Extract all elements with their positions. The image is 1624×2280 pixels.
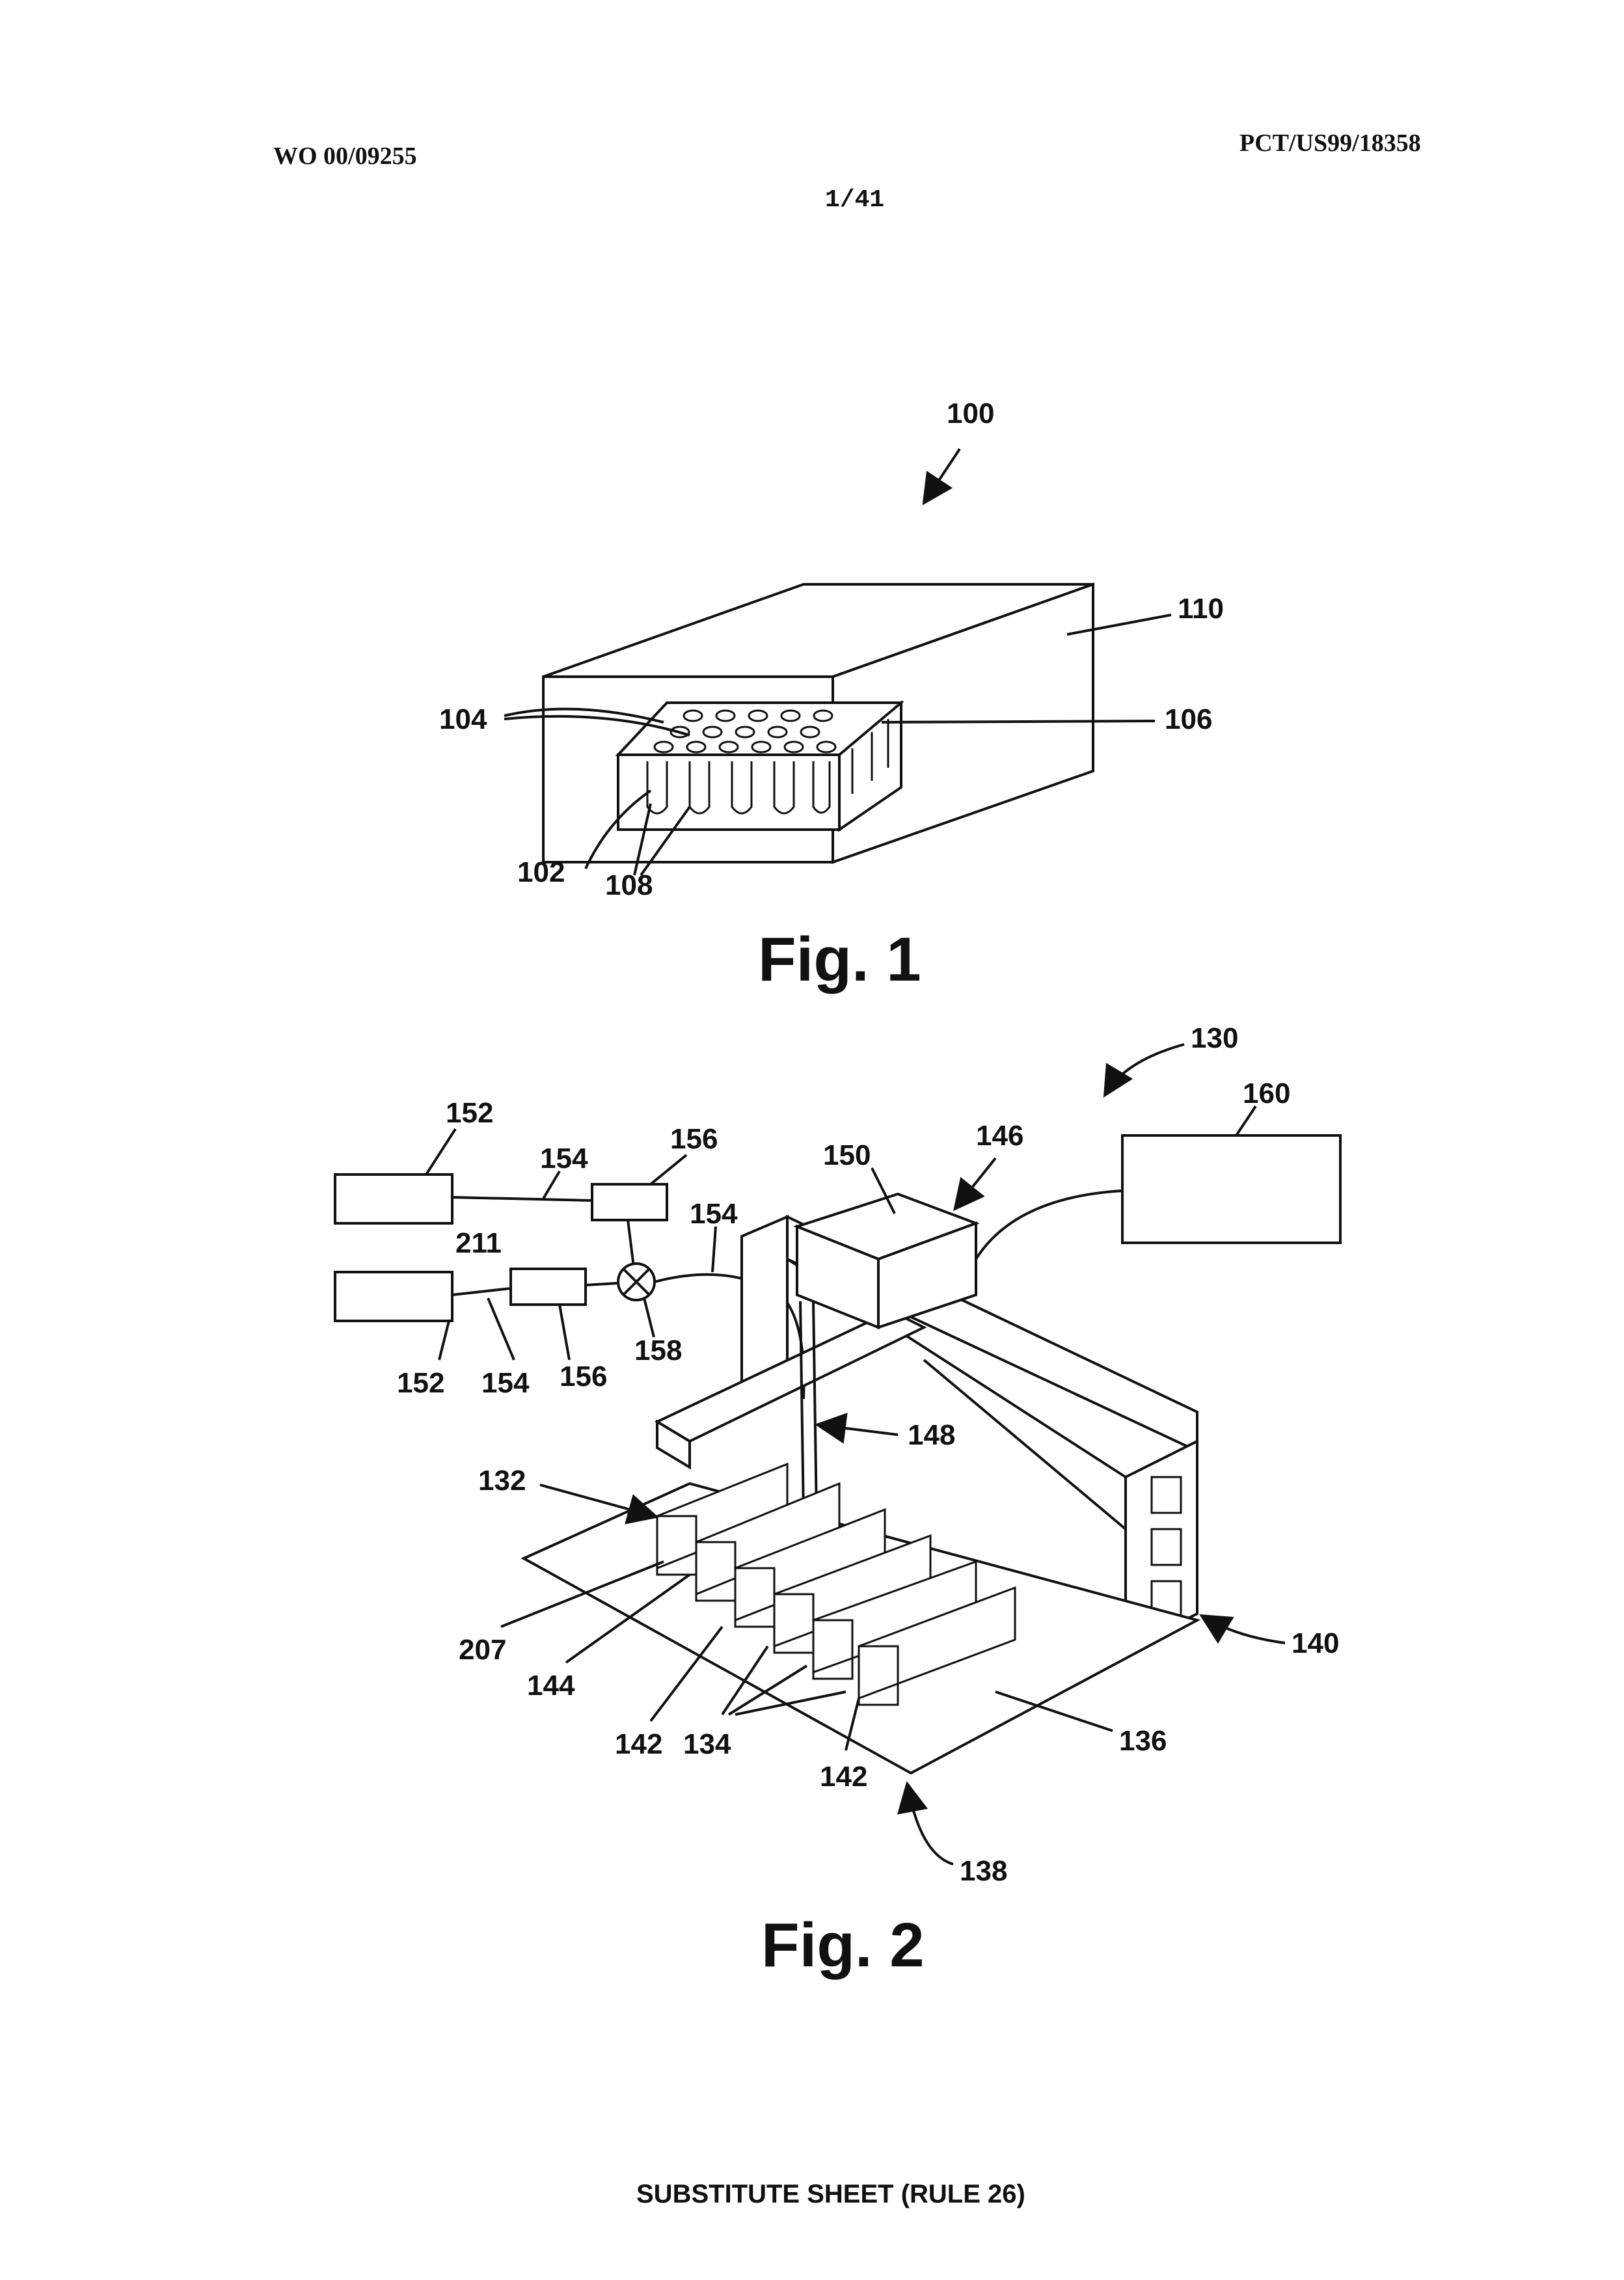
fig2-label-148: 148 <box>908 1419 955 1451</box>
fig2-label-154-top: 154 <box>540 1143 588 1174</box>
figure-1-caption: Fig. 1 <box>758 924 921 996</box>
fig1-label-104: 104 <box>439 703 487 735</box>
fig2-label-156-bottom: 156 <box>560 1361 607 1392</box>
fig2-label-146: 146 <box>976 1120 1023 1152</box>
fig2-label-150: 150 <box>823 1139 871 1171</box>
fig2-label-130: 130 <box>1191 1022 1238 1054</box>
fig2-label-132: 132 <box>478 1465 526 1497</box>
fig1-label-100: 100 <box>947 398 994 429</box>
fig2-label-134: 134 <box>683 1728 731 1760</box>
fig1-label-102: 102 <box>517 856 565 888</box>
fig2-label-160: 160 <box>1243 1078 1290 1109</box>
fig2-label-158: 158 <box>634 1335 682 1366</box>
fig2-label-142-right: 142 <box>820 1761 867 1793</box>
fig1-label-108: 108 <box>605 869 653 901</box>
fig2-label-138: 138 <box>960 1855 1007 1887</box>
fig2-label-142-left: 142 <box>615 1728 662 1760</box>
fig2-label-140: 140 <box>1292 1627 1339 1659</box>
fig1-label-110: 110 <box>1178 593 1224 625</box>
fig2-label-207: 207 <box>459 1634 506 1666</box>
fig2-label-144: 144 <box>527 1670 575 1702</box>
fig2-label-154-bottom: 154 <box>481 1367 530 1399</box>
footer-note: SUBSTITUTE SHEET (RULE 26) <box>636 2180 1025 2209</box>
fig2-label-154-mid: 154 <box>690 1198 738 1230</box>
fig2-label-152-bottom: 152 <box>397 1367 444 1399</box>
fig2-label-156-top: 156 <box>670 1123 718 1155</box>
figure-1-drawing <box>504 449 1171 875</box>
fig2-label-211: 211 <box>455 1227 502 1259</box>
fig2-label-136: 136 <box>1119 1725 1167 1757</box>
fig1-label-106: 106 <box>1165 703 1212 735</box>
fig2-label-152-top: 152 <box>446 1097 493 1129</box>
figure-2-caption: Fig. 2 <box>761 1910 925 1981</box>
